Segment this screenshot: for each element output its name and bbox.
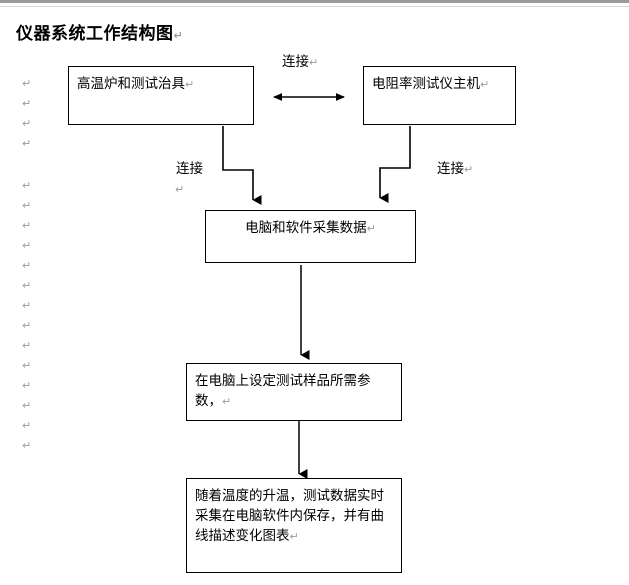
paragraph-mark-icon: ↵ [185, 78, 195, 91]
paragraph-mark-icon: ↵ [22, 319, 32, 332]
paragraph-mark-icon: ↵ [22, 359, 32, 372]
flow-node-realtime-record[interactable]: 随着温度的升温，测试数据实时采集在电脑软件内保存，并有曲线描述变化图表↵ [186, 478, 402, 573]
paragraph-mark-icon: ↵ [22, 299, 32, 312]
paragraph-mark-icon: ↵ [22, 339, 32, 352]
paragraph-mark-icon: ↵ [289, 530, 299, 543]
flow-node-set-parameters[interactable]: 在电脑上设定测试样品所需参数，↵ [186, 363, 402, 421]
flow-node-set-parameters-label: 在电脑上设定测试样品所需参数，↵ [195, 373, 371, 409]
edge-label-link-left: 连接 [176, 161, 203, 177]
edge-furnace-to-computer [222, 126, 262, 205]
paragraph-mark-icon: ↵ [22, 77, 32, 90]
page-title-text: 仪器系统工作结构图 [16, 24, 174, 44]
paragraph-mark-icon: ↵ [22, 179, 32, 192]
paragraph-mark-icon: ↵ [22, 97, 32, 110]
flow-node-resistivity-meter-label: 电阻率测试仪主机↵ [372, 76, 490, 92]
paragraph-mark-icon: ↵ [22, 137, 32, 150]
paragraph-mark-icon: ↵ [366, 222, 376, 235]
flow-node-resistivity-meter[interactable]: 电阻率测试仪主机↵ [363, 66, 516, 125]
edge-label-link-right: 连接↵ [437, 161, 474, 177]
window-chrome-bar [0, 0, 629, 7]
paragraph-mark-icon: ↵ [222, 395, 232, 408]
paragraph-mark-icon: ↵ [22, 419, 32, 432]
paragraph-mark-icon: ↵ [22, 219, 32, 232]
flow-node-computer-acquisition-label: 电脑和软件采集数据↵ [245, 220, 376, 236]
paragraph-mark-icon: ↵ [173, 29, 184, 42]
flow-node-furnace-label: 高温炉和测试治具↵ [77, 76, 195, 92]
paragraph-mark-icon: ↵ [22, 259, 32, 272]
edge-meter-to-computer [379, 126, 411, 203]
page-title: 仪器系统工作结构图↵ [16, 19, 183, 44]
flow-node-furnace[interactable]: 高温炉和测试治具↵ [68, 66, 254, 125]
paragraph-mark-icon: ↵ [22, 379, 32, 392]
flow-node-realtime-record-label: 随着温度的升温，测试数据实时采集在电脑软件内保存，并有曲线描述变化图表↵ [195, 488, 384, 544]
flow-node-computer-acquisition[interactable]: 电脑和软件采集数据↵ [205, 210, 416, 263]
paragraph-mark-icon: ↵ [22, 399, 32, 412]
paragraph-mark-icon: ↵ [175, 183, 185, 196]
paragraph-mark-icon: ↵ [309, 56, 319, 69]
paragraph-mark-icon: ↵ [22, 279, 32, 292]
paragraph-mark-icon: ↵ [22, 439, 32, 452]
paragraph-mark-icon: ↵ [22, 117, 32, 130]
edge-label-link-top: 连接↵ [282, 54, 319, 70]
paragraph-mark-icon: ↵ [22, 239, 32, 252]
paragraph-mark-icon: ↵ [480, 78, 490, 91]
paragraph-mark-icon: ↵ [22, 199, 32, 212]
paragraph-mark-icon: ↵ [464, 163, 474, 176]
